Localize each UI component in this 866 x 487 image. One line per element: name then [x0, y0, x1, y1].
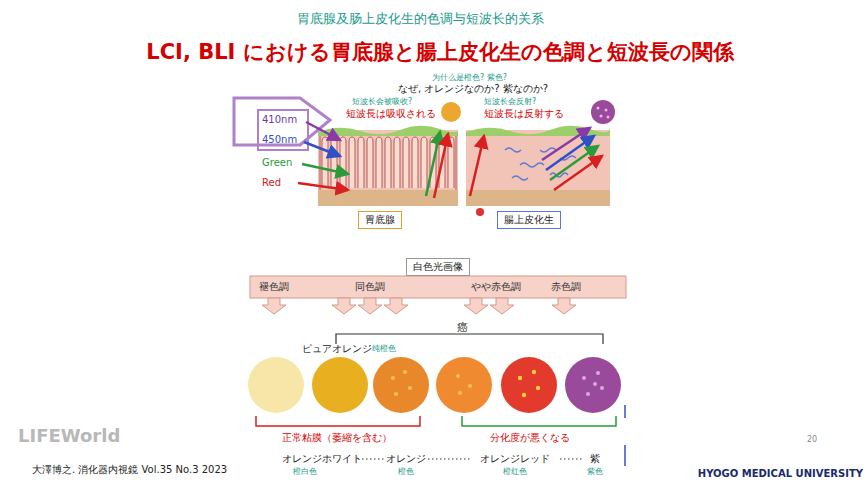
- tone-label: 褪色調: [259, 281, 289, 293]
- color-name-zh: 橙色: [398, 467, 414, 476]
- color-name-zh: 橙白色: [293, 467, 317, 476]
- question: なぜ, オレンジなのか? 紫なのか?: [398, 83, 548, 95]
- watermark: LIFEWorld: [18, 426, 120, 447]
- wavelength-label: Green: [262, 157, 292, 169]
- tone-label: 同色調: [355, 281, 385, 293]
- note: 短波長は反射する: [484, 108, 564, 120]
- label-box: 腸上皮化生: [497, 211, 561, 229]
- box-text: 胃底腺: [365, 213, 395, 227]
- note-zh: 短波长会被吸收?: [352, 97, 412, 106]
- subtitle: 胃底腺及肠上皮化生的色调与短波长的关系: [297, 12, 544, 27]
- color-label: ピュアオレンジ: [302, 343, 372, 355]
- wavelength-label: Red: [262, 177, 281, 189]
- slide-title: LCI, BLI における胃底腺と腸上皮化生の色調と短波長の関係: [146, 40, 733, 64]
- range-label: 分化度が悪くなる: [490, 432, 570, 444]
- citation: 大澤博之. 消化器内視鏡 Vol.35 No.3 2023: [32, 464, 227, 476]
- box-text: 白色光画像: [413, 260, 463, 274]
- tone-label: 赤色調: [551, 281, 581, 293]
- note-zh: 短波长会反射?: [484, 97, 536, 106]
- wavelength-label: 410nm: [262, 114, 297, 126]
- color-name: オレンジ: [386, 453, 426, 465]
- question-zh: 为什么是橙色? 紫色?: [432, 73, 507, 82]
- color-name-zh: 紫色: [587, 467, 603, 476]
- label-box: 胃底腺: [358, 211, 402, 229]
- color-name: オレンジレッド: [480, 453, 550, 465]
- range-label: 正常粘膜（萎縮を含む）: [282, 432, 392, 444]
- group-label: 癌: [457, 322, 468, 335]
- tone-label: やや赤色調: [471, 281, 521, 293]
- box-text: 腸上皮化生: [504, 213, 554, 227]
- institution: HYOGO MEDICAL UNIVERSITY: [698, 468, 863, 480]
- color-label-zh: 纯橙色: [372, 344, 396, 353]
- color-name: オレンジホワイト: [282, 453, 362, 465]
- page-number: 20: [807, 435, 817, 444]
- label-box: 白色光画像: [406, 258, 470, 276]
- color-name-zh: 橙红色: [503, 467, 527, 476]
- note: 短波長は吸収される: [346, 108, 436, 120]
- wavelength-label: 450nm: [262, 134, 297, 146]
- color-name: 紫: [590, 453, 600, 465]
